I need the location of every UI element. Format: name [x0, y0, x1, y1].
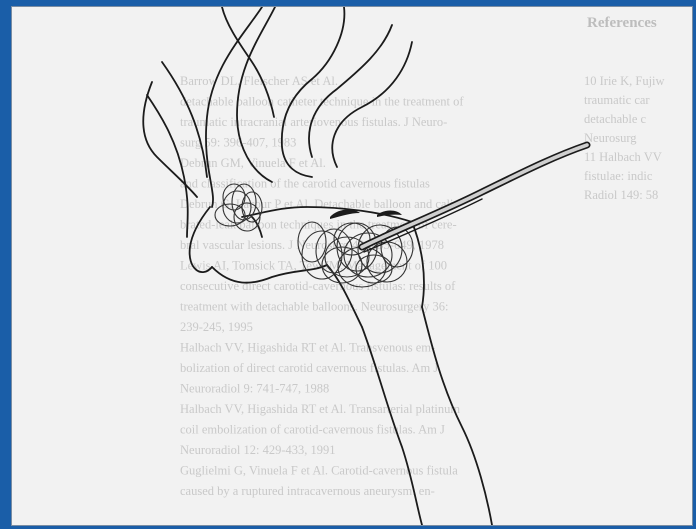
ghost-reference-line: Halbach VV, Higashida RT et Al. Transven… [180, 341, 435, 355]
ghost-side-line: Radiol 149: 58 [584, 188, 658, 202]
ghost-reference-line: Neuroradiol 9: 741-747, 1988 [180, 382, 329, 396]
ghost-reference-line: bolization of direct carotid cavernous f… [180, 361, 438, 375]
ghost-reference-line: 239-245, 1995 [180, 320, 253, 334]
ghost-reference-line: Halbach VV, Higashida RT et Al. Transart… [180, 402, 460, 416]
illustration-frame: References Barrow DL, Fleischer AS et Al… [11, 6, 693, 526]
ghost-side-column: 10 Irie K, Fujiw traumatic car detachable … [584, 74, 665, 202]
ghost-reference-line: Debrun GM, Vinuela F et Al. [180, 156, 326, 170]
ghost-reference-line: Neuroradiol 12: 429-433, 1991 [180, 443, 336, 457]
ghost-side-line: Neurosurg [584, 131, 637, 145]
ghost-heading: References [587, 15, 657, 31]
ghost-reference-line: surg 59: 396-407, 1983 [180, 136, 296, 150]
ghost-reference-line: treatment with detachable balloons. Neur… [180, 300, 448, 314]
ghost-reference-line: consecutive direct carotid-cavernous fis… [180, 279, 456, 293]
ghost-reference-list: Barrow DL, Fleischer AS et Al.detachable… [180, 74, 464, 498]
ghost-reference-line: coil embolization of carotid-cavernous f… [180, 423, 445, 437]
ghost-reference-line: Debrun G, Lacour P et Al. Detachable bal… [180, 197, 458, 211]
ghost-side-line: detachable c [584, 112, 647, 126]
ghost-reference-line: bral vascular lesions. J Neurosurg 49: 6… [180, 238, 444, 252]
ghost-side-line: 10 Irie K, Fujiw [584, 74, 665, 88]
ghost-reference-line: and classification of the carotid cavern… [180, 177, 430, 191]
ghost-side-line: traumatic car [584, 93, 650, 107]
ghost-side-line: fistulae: indic [584, 169, 653, 183]
ghost-side-line: 11 Halbach VV [584, 150, 662, 164]
ghost-reference-line: caused by a ruptured intracavernous aneu… [180, 484, 435, 498]
line-drawing-figure: References Barrow DL, Fleischer AS et Al… [12, 7, 692, 525]
ghost-reference-line: Guglielmi G, Vinuela F et Al. Carotid-ca… [180, 464, 458, 478]
